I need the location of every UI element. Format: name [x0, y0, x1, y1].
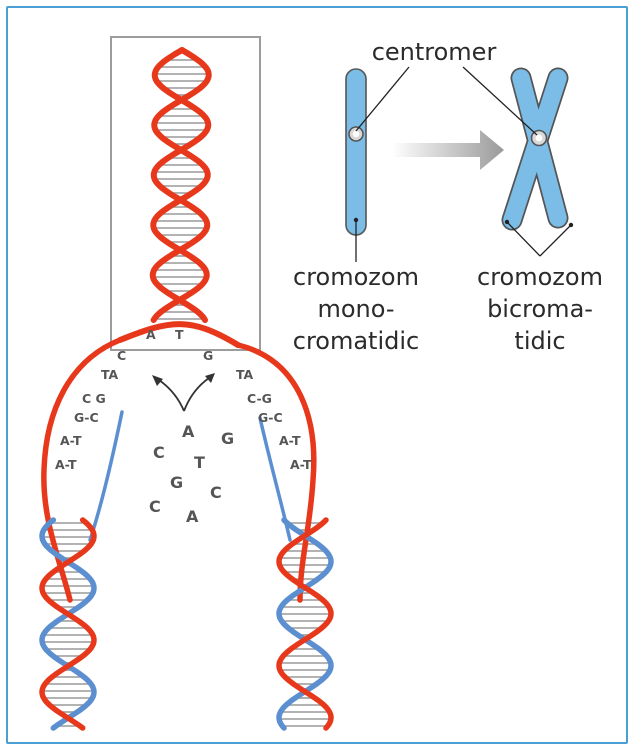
mono-label-line2: mono-	[317, 295, 394, 323]
right-template-strand	[238, 345, 314, 600]
left-fork-base-6: A-T	[55, 457, 77, 472]
right-fork-base-5: A-T	[279, 433, 301, 448]
centromer-label: centromer	[372, 38, 497, 66]
right-fork-base-3: C-G	[247, 391, 272, 406]
bichromatid-chromosome	[512, 78, 558, 220]
bi-label-line1: cromozom	[477, 263, 603, 291]
left-new-strand-top	[90, 412, 122, 540]
left-fork-base-5: A-T	[60, 433, 82, 448]
free-nucleotide-7: C	[210, 483, 222, 502]
left-fork-base-1: C	[117, 348, 126, 363]
monochromatid-chromosome	[346, 69, 366, 235]
right-fork-base-2: TA	[236, 367, 254, 382]
free-nucleotide-8: A	[186, 507, 199, 526]
arrowhead-left	[152, 375, 163, 386]
right-fork-base-1: G	[203, 348, 213, 363]
left-fork-base-3: C G	[82, 391, 106, 406]
bi-label-line2: bicroma-	[487, 295, 593, 323]
arrowhead-right	[205, 373, 215, 383]
free-nucleotide-5: G	[170, 473, 183, 492]
top-pair-a: A	[146, 327, 156, 342]
free-nucleotide-1: A	[182, 422, 195, 441]
left-fork-base-2: TA	[101, 367, 119, 382]
mono-label-line1: cromozom	[293, 263, 419, 291]
mono-label-line3: cromatidic	[293, 327, 419, 355]
free-nucleotide-4: T	[194, 453, 205, 472]
insertion-arrows	[159, 378, 209, 411]
free-nucleotide-6: C	[149, 497, 161, 516]
top-pair-t: T	[175, 327, 184, 342]
right-fork-base-6: A-T	[290, 457, 312, 472]
transition-arrow	[392, 130, 504, 170]
dna-strands	[42, 50, 331, 728]
bi-label-line3: tidic	[514, 327, 565, 355]
left-fork-base-4: G-C	[74, 410, 99, 425]
free-nucleotide-2: C	[153, 443, 165, 462]
right-fork-base-4: G-C	[258, 410, 283, 425]
free-nucleotide-3: G	[221, 429, 234, 448]
